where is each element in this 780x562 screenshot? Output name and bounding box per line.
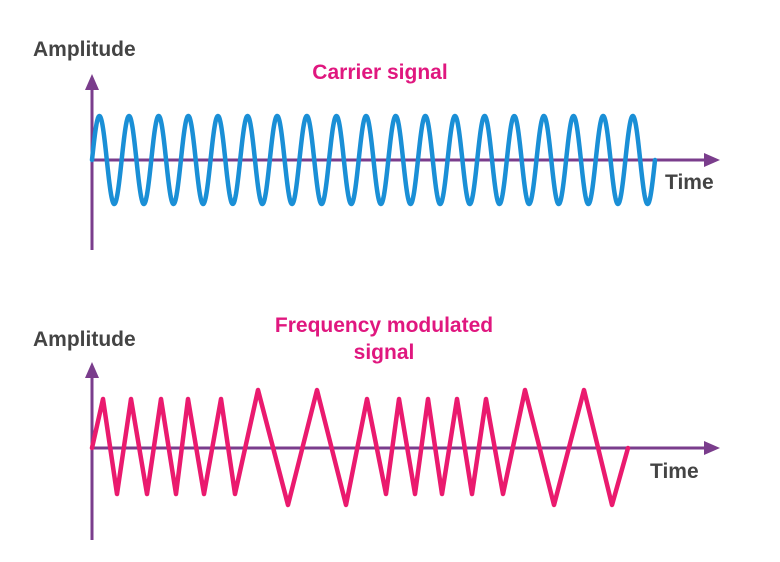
carrier-signal-title: Carrier signal <box>312 61 448 84</box>
bottom-x-axis-label: Time <box>650 460 699 483</box>
fm-plot <box>85 362 720 540</box>
top-x-axis-arrow <box>704 153 720 167</box>
fm-wave <box>89 387 631 508</box>
fm-title-line2: signal <box>353 341 415 364</box>
top-x-axis-label: Time <box>665 171 714 194</box>
fm-signal-title: Frequency modulated signal <box>234 312 534 366</box>
bottom-y-axis-label: Amplitude <box>33 328 136 351</box>
bottom-y-axis-arrow <box>85 362 99 378</box>
top-y-axis-label: Amplitude <box>33 38 136 61</box>
carrier-wave <box>89 113 658 207</box>
carrier-plot <box>85 74 720 250</box>
bottom-x-axis-arrow <box>704 441 720 455</box>
fm-title-line1: Frequency modulated <box>274 314 494 337</box>
top-y-axis-arrow <box>85 74 99 90</box>
